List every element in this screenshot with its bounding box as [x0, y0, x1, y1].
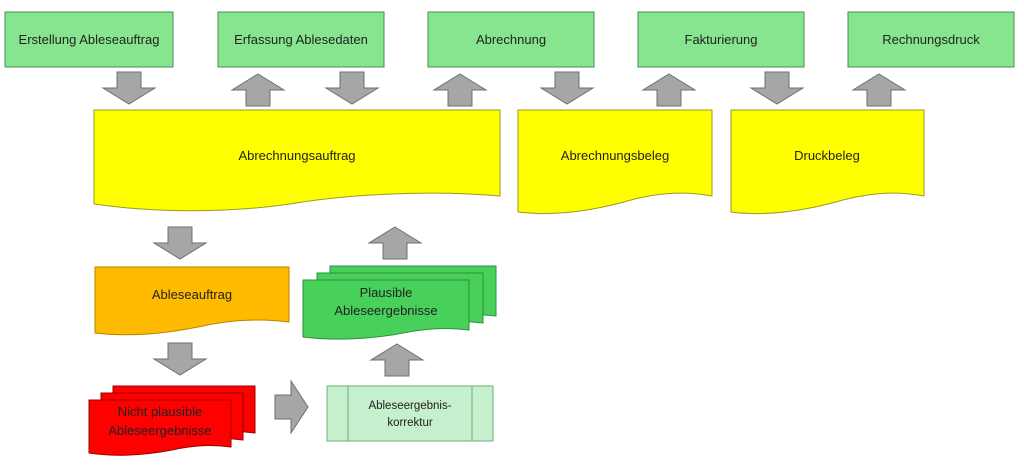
process-erfassung-label: Erfassung Ablesedaten [234, 32, 368, 47]
arrow-down-3-icon [539, 71, 595, 105]
process-erstellung-label: Erstellung Ableseauftrag [19, 32, 160, 47]
arrow-up-5-icon [367, 226, 423, 260]
process-rechnungsdruck: Rechnungsdruck [847, 11, 1015, 68]
arrow-right-icon [274, 379, 309, 435]
implausible-results-stack: Nicht plausible Ableseergebnisse [88, 385, 256, 456]
arrow-up-4-icon [851, 73, 907, 107]
arrow-down-1-icon [101, 71, 157, 105]
arrow-up-6-icon [369, 343, 425, 377]
document-abrechnungsauftrag-label: Abrechnungsauftrag [238, 148, 355, 163]
arrow-down-6-icon [152, 342, 208, 376]
implausible-results-line1: Nicht plausible [118, 404, 203, 419]
document-ableseauftrag: Ableseauftrag [94, 266, 290, 336]
process-fakturierung: Fakturierung [637, 11, 805, 68]
arrow-down-5-icon [152, 226, 208, 260]
plausible-results-line2: Ableseergebnisse [334, 303, 437, 318]
arrow-down-4-icon [749, 71, 805, 105]
process-fakturierung-label: Fakturierung [685, 32, 758, 47]
arrow-down-2-icon [324, 71, 380, 105]
document-druckbeleg-label: Druckbeleg [794, 148, 860, 163]
arrow-up-3-icon [641, 73, 697, 107]
process-abrechnung: Abrechnung [427, 11, 595, 68]
process-erfassung-ablesedaten: Erfassung Ablesedaten [217, 11, 385, 68]
document-abrechnungsbeleg-label: Abrechnungsbeleg [561, 148, 669, 163]
document-druckbeleg: Druckbeleg [730, 109, 925, 215]
plausible-results-line1: Plausible [360, 285, 413, 300]
correction-line1: Ableseergebnis- [368, 400, 451, 412]
process-rechnungsdruck-label: Rechnungsdruck [882, 32, 980, 47]
process-erstellung-ableseauftrag: Erstellung Ableseauftrag [4, 11, 174, 68]
correction-line2: korrektur [387, 417, 433, 429]
document-abrechnungsbeleg: Abrechnungsbeleg [517, 109, 713, 215]
process-abrechnung-label: Abrechnung [476, 32, 546, 47]
arrow-up-1-icon [230, 73, 286, 107]
implausible-results-line2: Ableseergebnisse [108, 423, 211, 438]
plausible-results-stack: Plausible Ableseergebnisse [302, 265, 497, 340]
process-ableseergebnis-korrektur: Ableseergebnis- korrektur [326, 385, 494, 442]
arrow-up-2-icon [432, 73, 488, 107]
document-ableseauftrag-label: Ableseauftrag [152, 287, 232, 302]
document-abrechnungsauftrag: Abrechnungsauftrag [93, 109, 501, 212]
